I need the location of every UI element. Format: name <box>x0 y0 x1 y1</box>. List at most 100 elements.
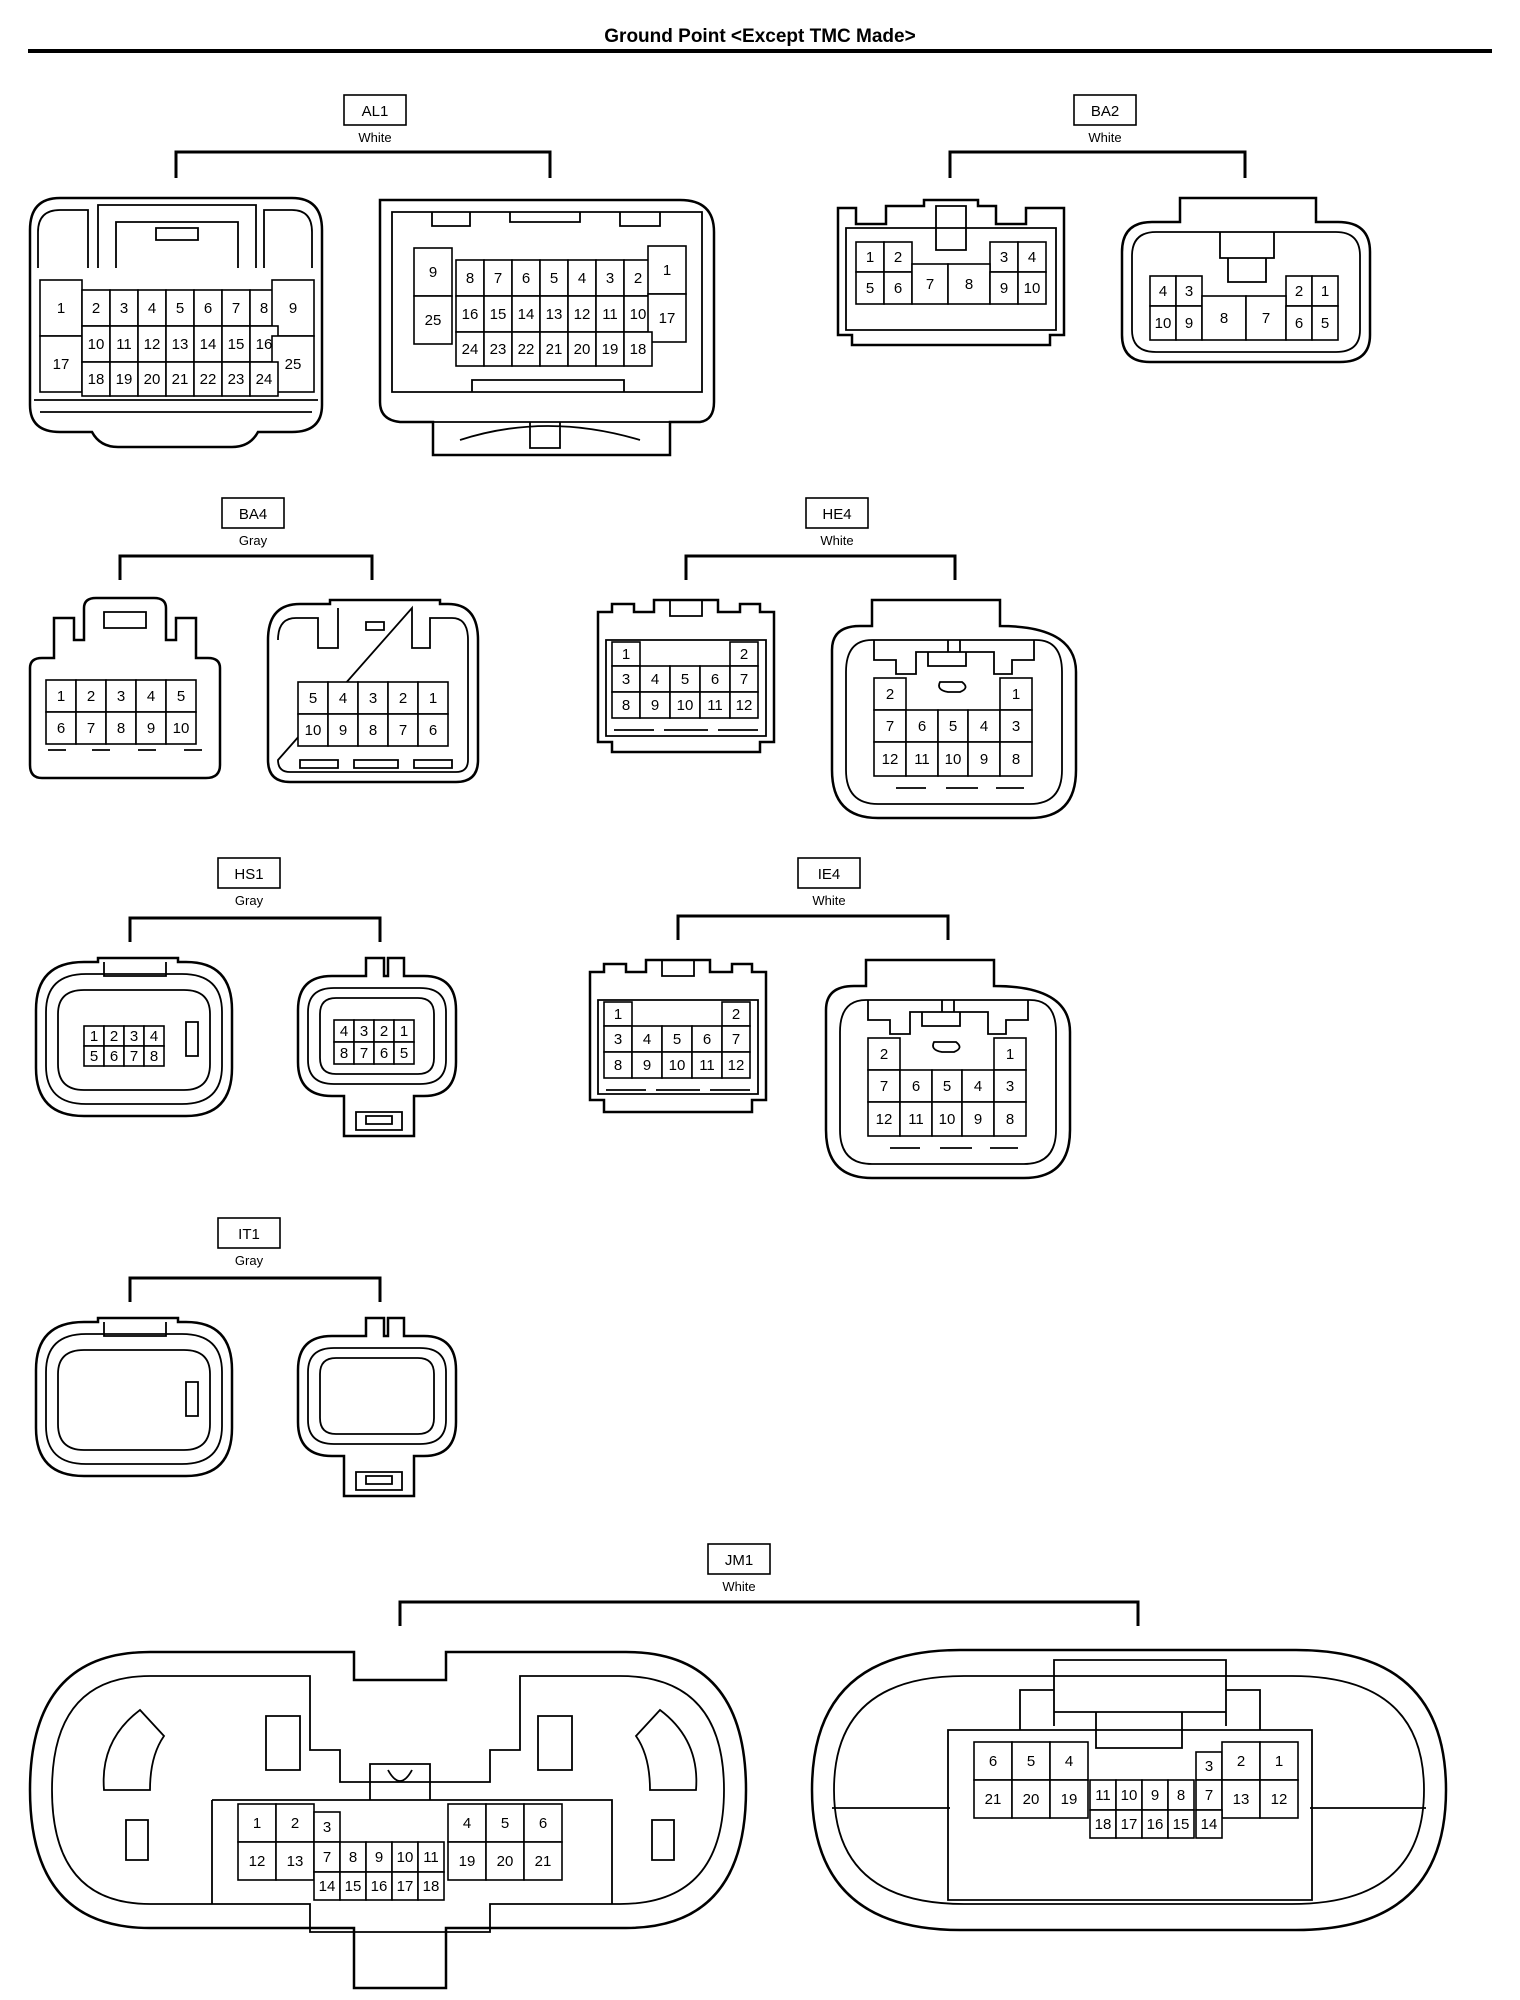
pin-number: 12 <box>736 697 753 714</box>
pin-number: 2 <box>732 1006 740 1023</box>
connector-code: HE4 <box>822 506 851 523</box>
pin-number: 7 <box>323 1849 331 1866</box>
connector-housing-inner <box>839 999 1057 1165</box>
pin-cell <box>623 331 653 367</box>
pin-number: 5 <box>681 671 689 688</box>
pin-number: 4 <box>578 270 586 287</box>
pin-number: 20 <box>574 341 591 358</box>
pin-cell <box>691 1025 723 1053</box>
pin-number: 11 <box>116 336 132 353</box>
pin-number: 23 <box>490 341 507 358</box>
connector-bracket <box>128 916 382 942</box>
pin-number: 6 <box>703 1031 711 1048</box>
pin-cell <box>1049 1779 1089 1819</box>
pin-number: 7 <box>232 300 240 317</box>
pin-number: 2 <box>92 300 100 317</box>
pin-number: 3 <box>614 1031 622 1048</box>
pin-cell <box>143 1045 165 1067</box>
connector-face-IT1-b <box>296 1316 458 1498</box>
pin-cell <box>931 1101 963 1137</box>
pin-cell <box>275 1841 315 1881</box>
pin-cell <box>1311 305 1339 341</box>
pin-number: 6 <box>522 270 530 287</box>
pin-cell <box>237 1803 277 1843</box>
pin-number: 18 <box>1095 1816 1112 1833</box>
pin-number: 9 <box>147 720 155 737</box>
pin-number: 6 <box>204 300 212 317</box>
pin-cell <box>729 691 759 719</box>
pin-number: 4 <box>148 300 156 317</box>
pin-number: 10 <box>397 1849 414 1866</box>
pin-cell <box>237 1841 277 1881</box>
pin-number: 1 <box>429 690 437 707</box>
connector-code: BA4 <box>239 506 267 523</box>
pin-number: 2 <box>740 646 748 663</box>
pin-number: 24 <box>462 341 479 358</box>
pin-number: 3 <box>622 671 630 688</box>
connector-IT1: IT1 Gray <box>34 1217 458 1498</box>
pin-cell <box>993 1069 1027 1103</box>
pin-number: 8 <box>965 276 973 293</box>
pin-number: 5 <box>1321 315 1329 332</box>
pin-number: 2 <box>380 1023 388 1040</box>
pin-number: 10 <box>1155 315 1172 332</box>
pin-cell <box>1115 1809 1143 1839</box>
pin-cell <box>417 1871 445 1901</box>
pin-number: 22 <box>518 341 535 358</box>
pin-number: 5 <box>866 280 874 297</box>
pin-number: 19 <box>602 341 619 358</box>
pin-cell <box>1195 1809 1223 1839</box>
pin-number: 12 <box>882 751 899 768</box>
pin-number: 9 <box>429 264 437 281</box>
pin-number: 18 <box>630 341 647 358</box>
pin-number: 20 <box>497 1853 514 1870</box>
pin-number: 9 <box>339 722 347 739</box>
pin-cell <box>81 361 111 397</box>
pin-number: 15 <box>345 1878 362 1895</box>
pin-cell <box>639 691 671 719</box>
pin-number: 11 <box>699 1057 715 1074</box>
pin-number: 14 <box>1201 1816 1218 1833</box>
pin-number: 4 <box>643 1031 651 1048</box>
pin-number: 16 <box>371 1878 388 1895</box>
pin-cell <box>1245 295 1287 341</box>
pin-number: 5 <box>673 1031 681 1048</box>
pin-number: 4 <box>1159 283 1167 300</box>
connector-housing <box>266 598 480 784</box>
pin-cell <box>999 709 1033 743</box>
pin-cell <box>883 241 913 273</box>
pin-number: 2 <box>291 1815 299 1832</box>
connector-lock <box>48 611 202 751</box>
connector-color: Gray <box>235 1253 264 1268</box>
pin-number: 2 <box>110 1028 118 1045</box>
pin-number: 6 <box>110 1048 118 1065</box>
pin-cell <box>523 1841 563 1881</box>
pin-cell <box>417 713 449 747</box>
pin-number: 7 <box>87 720 95 737</box>
pin-number: 7 <box>880 1078 888 1095</box>
connector-color: White <box>1088 130 1121 145</box>
pin-number: 3 <box>323 1819 331 1836</box>
pin-number: 8 <box>1177 1787 1185 1804</box>
connector-code-box <box>217 857 281 889</box>
connector-color: White <box>722 1579 755 1594</box>
pin-number: 1 <box>614 1006 622 1023</box>
pin-number: 2 <box>399 690 407 707</box>
pin-cell <box>1221 1779 1261 1819</box>
pin-cell <box>511 259 541 297</box>
pin-number: 10 <box>669 1057 686 1074</box>
pin-number: 6 <box>711 671 719 688</box>
pin-number: 5 <box>400 1045 408 1062</box>
pin-number: 5 <box>177 688 185 705</box>
pin-number: 24 <box>256 371 273 388</box>
pin-number: 9 <box>375 1849 383 1866</box>
pin-number: 8 <box>1012 751 1020 768</box>
pin-cell <box>937 709 969 743</box>
